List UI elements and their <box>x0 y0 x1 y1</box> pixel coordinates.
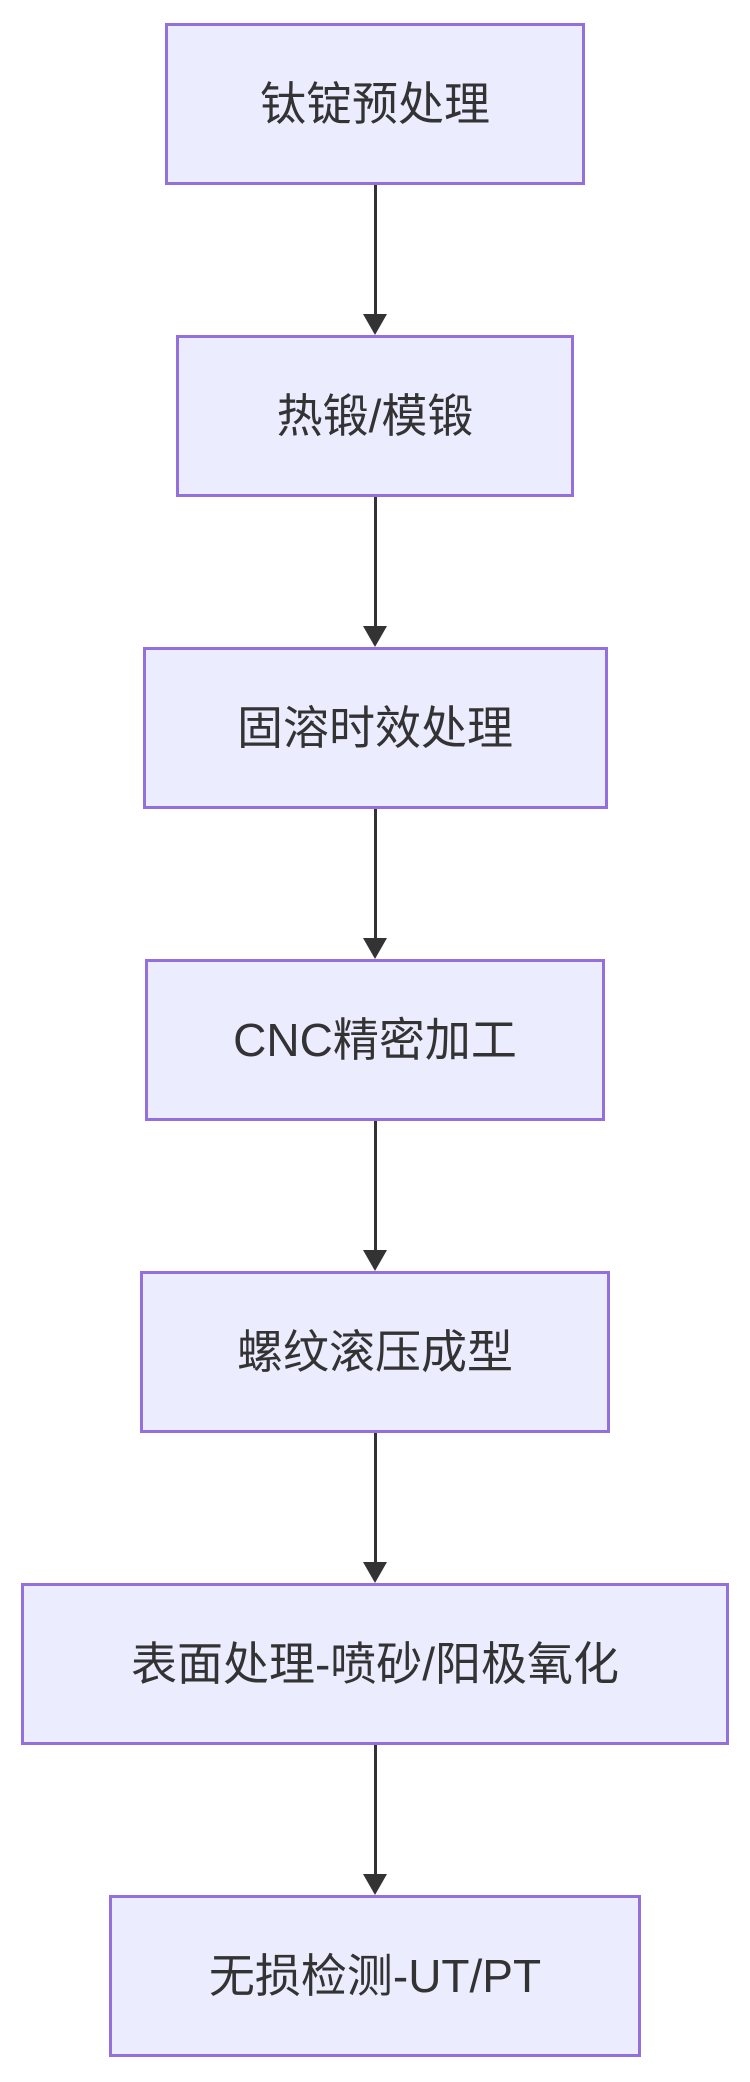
flow-node-label: 固溶时效处理 <box>237 702 513 754</box>
flow-arrow-2 <box>362 497 388 647</box>
flow-node-7: 无损检测-UT/PT <box>109 1895 641 2057</box>
flow-arrow-4 <box>362 1121 388 1271</box>
arrow-line <box>373 1745 377 1876</box>
flow-arrow-6 <box>362 1745 388 1895</box>
arrow-line <box>373 497 377 628</box>
flow-arrow-1 <box>362 185 388 335</box>
arrow-head-icon <box>363 1874 387 1895</box>
flow-node-4: CNC精密加工 <box>145 959 605 1121</box>
arrow-line <box>373 809 377 940</box>
flow-node-2: 热锻/模锻 <box>176 335 574 497</box>
flow-node-label: 螺纹滚压成型 <box>237 1326 513 1378</box>
flow-node-1: 钛锭预处理 <box>165 23 585 185</box>
arrow-head-icon <box>363 626 387 647</box>
flow-node-3: 固溶时效处理 <box>142 647 608 809</box>
arrow-head-icon <box>363 938 387 959</box>
flow-arrow-5 <box>362 1433 388 1583</box>
arrow-head-icon <box>363 1250 387 1271</box>
flow-node-label: 表面处理-喷砂/阳极氧化 <box>130 1638 620 1690</box>
arrow-line <box>373 185 377 316</box>
flow-node-label: 无损检测-UT/PT <box>208 1950 542 2002</box>
flow-arrow-3 <box>362 809 388 959</box>
flow-node-label: 热锻/模锻 <box>276 390 474 442</box>
flow-node-5: 螺纹滚压成型 <box>140 1271 610 1433</box>
flow-node-label: CNC精密加工 <box>233 1014 517 1066</box>
flow-node-6: 表面处理-喷砂/阳极氧化 <box>21 1583 729 1745</box>
flow-node-label: 钛锭预处理 <box>260 78 490 130</box>
arrow-line <box>373 1121 377 1252</box>
arrow-head-icon <box>363 1562 387 1583</box>
arrow-line <box>373 1433 377 1564</box>
arrow-head-icon <box>363 314 387 335</box>
